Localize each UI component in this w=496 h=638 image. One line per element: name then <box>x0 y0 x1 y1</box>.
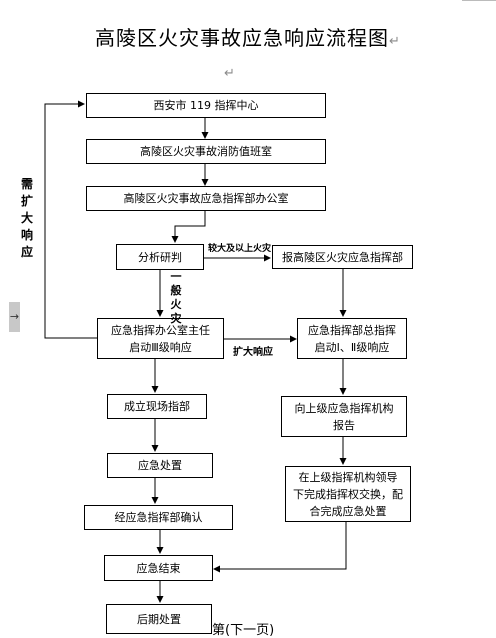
box-analysis: 分析研判 <box>116 244 204 270</box>
box-hq-confirmation: 经应急指挥部确认 <box>84 505 233 530</box>
label-general-fire: 一般火灾 <box>170 270 182 325</box>
box-level1-2-response: 应急指挥部总指挥 启动Ⅰ、Ⅱ级响应 <box>297 318 407 359</box>
box-emergency-end: 应急结束 <box>104 555 213 581</box>
box-aftermath: 后期处置 <box>106 604 212 634</box>
footer-text: 第(下一页) <box>212 623 275 638</box>
box-xian-119-center: 西安市 119 指挥中心 <box>86 93 326 118</box>
label-major-fire: 较大及以上火灾 <box>208 244 272 254</box>
label-expand-response-vertical: 需扩大响应 <box>20 177 33 259</box>
box-fire-duty-room: 高陵区火灾事故消防值班室 <box>86 139 326 164</box>
box-report-superior: 向上级应急指挥机构 报告 <box>281 396 407 437</box>
box-emergency-command-office: 高陵区火灾事故应急指挥部办公室 <box>86 186 326 211</box>
box-command-handover: 在上级指挥机构领导 下完成指挥权交换，配 合完成应急处置 <box>285 466 411 522</box>
box-report-command-hq: 报高陵区火灾应急指挥部 <box>272 245 413 269</box>
box-field-command: 成立现场指部 <box>107 394 207 419</box>
page-corner-mark <box>462 0 496 4</box>
paragraph-mark: ↵ <box>224 66 235 81</box>
arrow-expand-loop <box>44 100 97 339</box>
page-title: 高陵区火灾事故应急响应流程图↵ <box>95 26 401 50</box>
arrow-b11-b13 <box>213 522 347 573</box>
label-expand-response: 扩大响应 <box>233 347 273 358</box>
box-emergency-handling: 应急处置 <box>107 453 213 478</box>
box-level3-response: 应急指挥办公室主任 启动Ⅲ级响应 <box>97 318 224 359</box>
arrow-b3-b4 <box>171 211 206 243</box>
indent-marker: → <box>9 302 20 332</box>
